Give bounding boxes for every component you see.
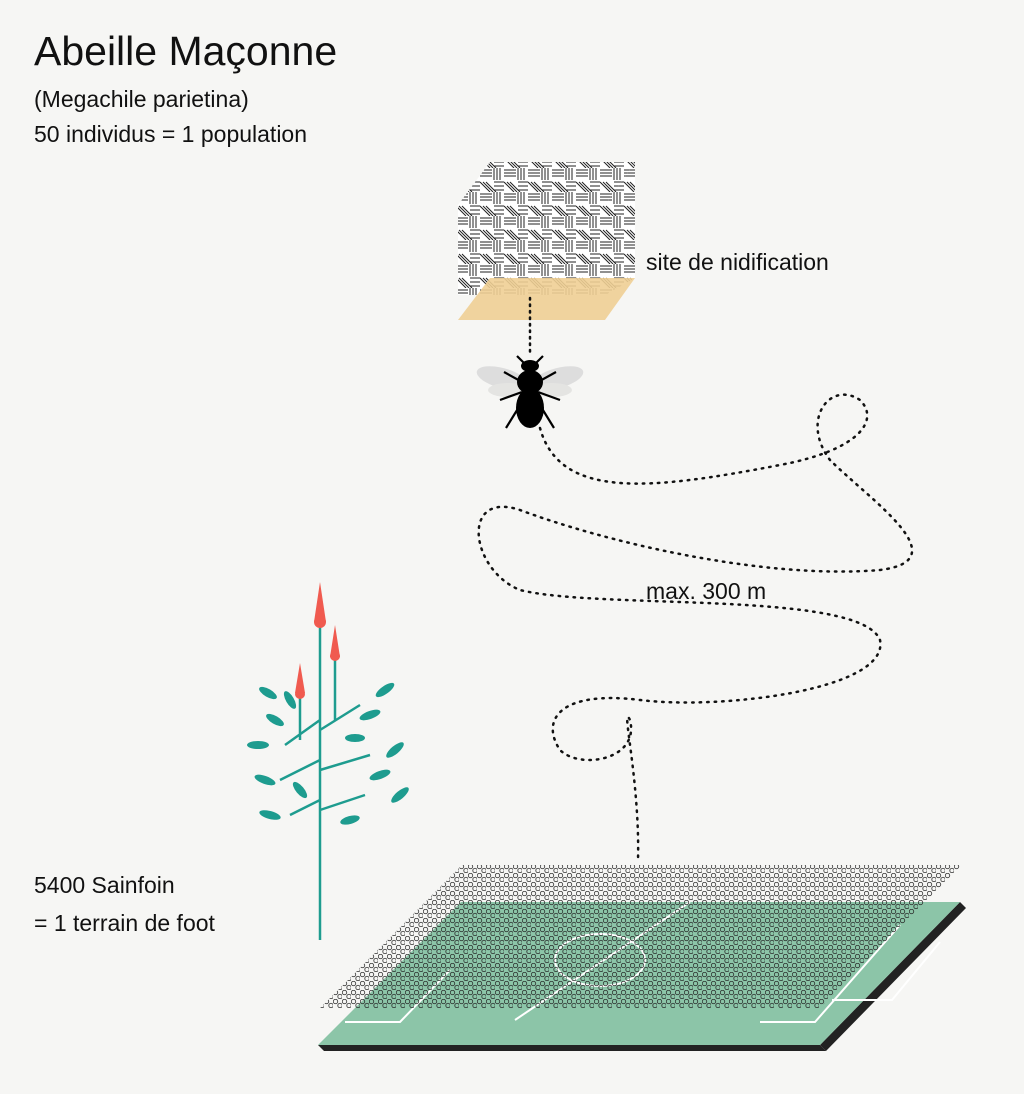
population-note: 50 individus = 1 population: [34, 121, 308, 147]
nest-site-label: site de nidification: [646, 249, 829, 275]
flight-path: [477, 393, 914, 862]
nest-box-side: [605, 162, 635, 295]
plant-area-label: = 1 terrain de foot: [34, 910, 215, 936]
football-field: [318, 865, 966, 1051]
latin-name: (Megachile parietina): [34, 86, 249, 112]
bee-icon: [476, 355, 584, 429]
sainfoin-density-overlay: [320, 865, 962, 1008]
nest-site: [458, 162, 635, 320]
plant-count-label: 5400 Sainfoin: [34, 872, 175, 898]
sand-plane: [458, 278, 635, 320]
distance-label: max. 300 m: [646, 578, 767, 604]
page-title: Abeille Maçonne: [34, 28, 338, 74]
sainfoin-plant-icon: [247, 582, 409, 940]
nest-box-top: [458, 162, 635, 205]
